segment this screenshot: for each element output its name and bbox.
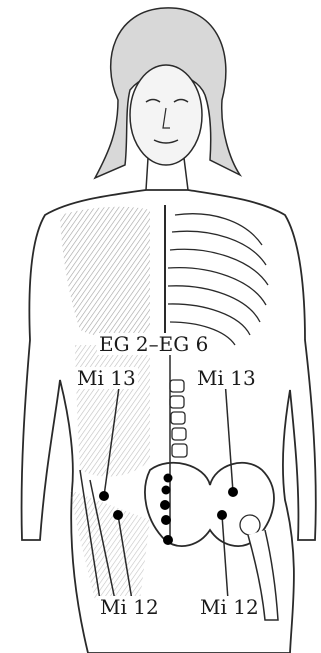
point-mi13-right	[228, 487, 238, 497]
label-mi13-left: Mi 13	[75, 367, 138, 389]
point-eg-4	[161, 515, 171, 525]
point-eg-2	[162, 486, 171, 495]
point-eg-1	[164, 474, 173, 483]
label-mi12-right: Mi 12	[198, 596, 261, 618]
label-eg-range: EG 2–EG 6	[97, 333, 210, 355]
point-eg-5	[163, 535, 173, 545]
abdomen-shading	[75, 345, 150, 477]
point-mi13-left	[99, 491, 109, 501]
point-mi12-right	[217, 510, 227, 520]
label-mi12-left: Mi 12	[98, 596, 161, 618]
point-mi12-left	[113, 510, 123, 520]
face	[130, 65, 202, 165]
point-eg-3	[160, 500, 170, 510]
label-mi13-right: Mi 13	[195, 367, 258, 389]
